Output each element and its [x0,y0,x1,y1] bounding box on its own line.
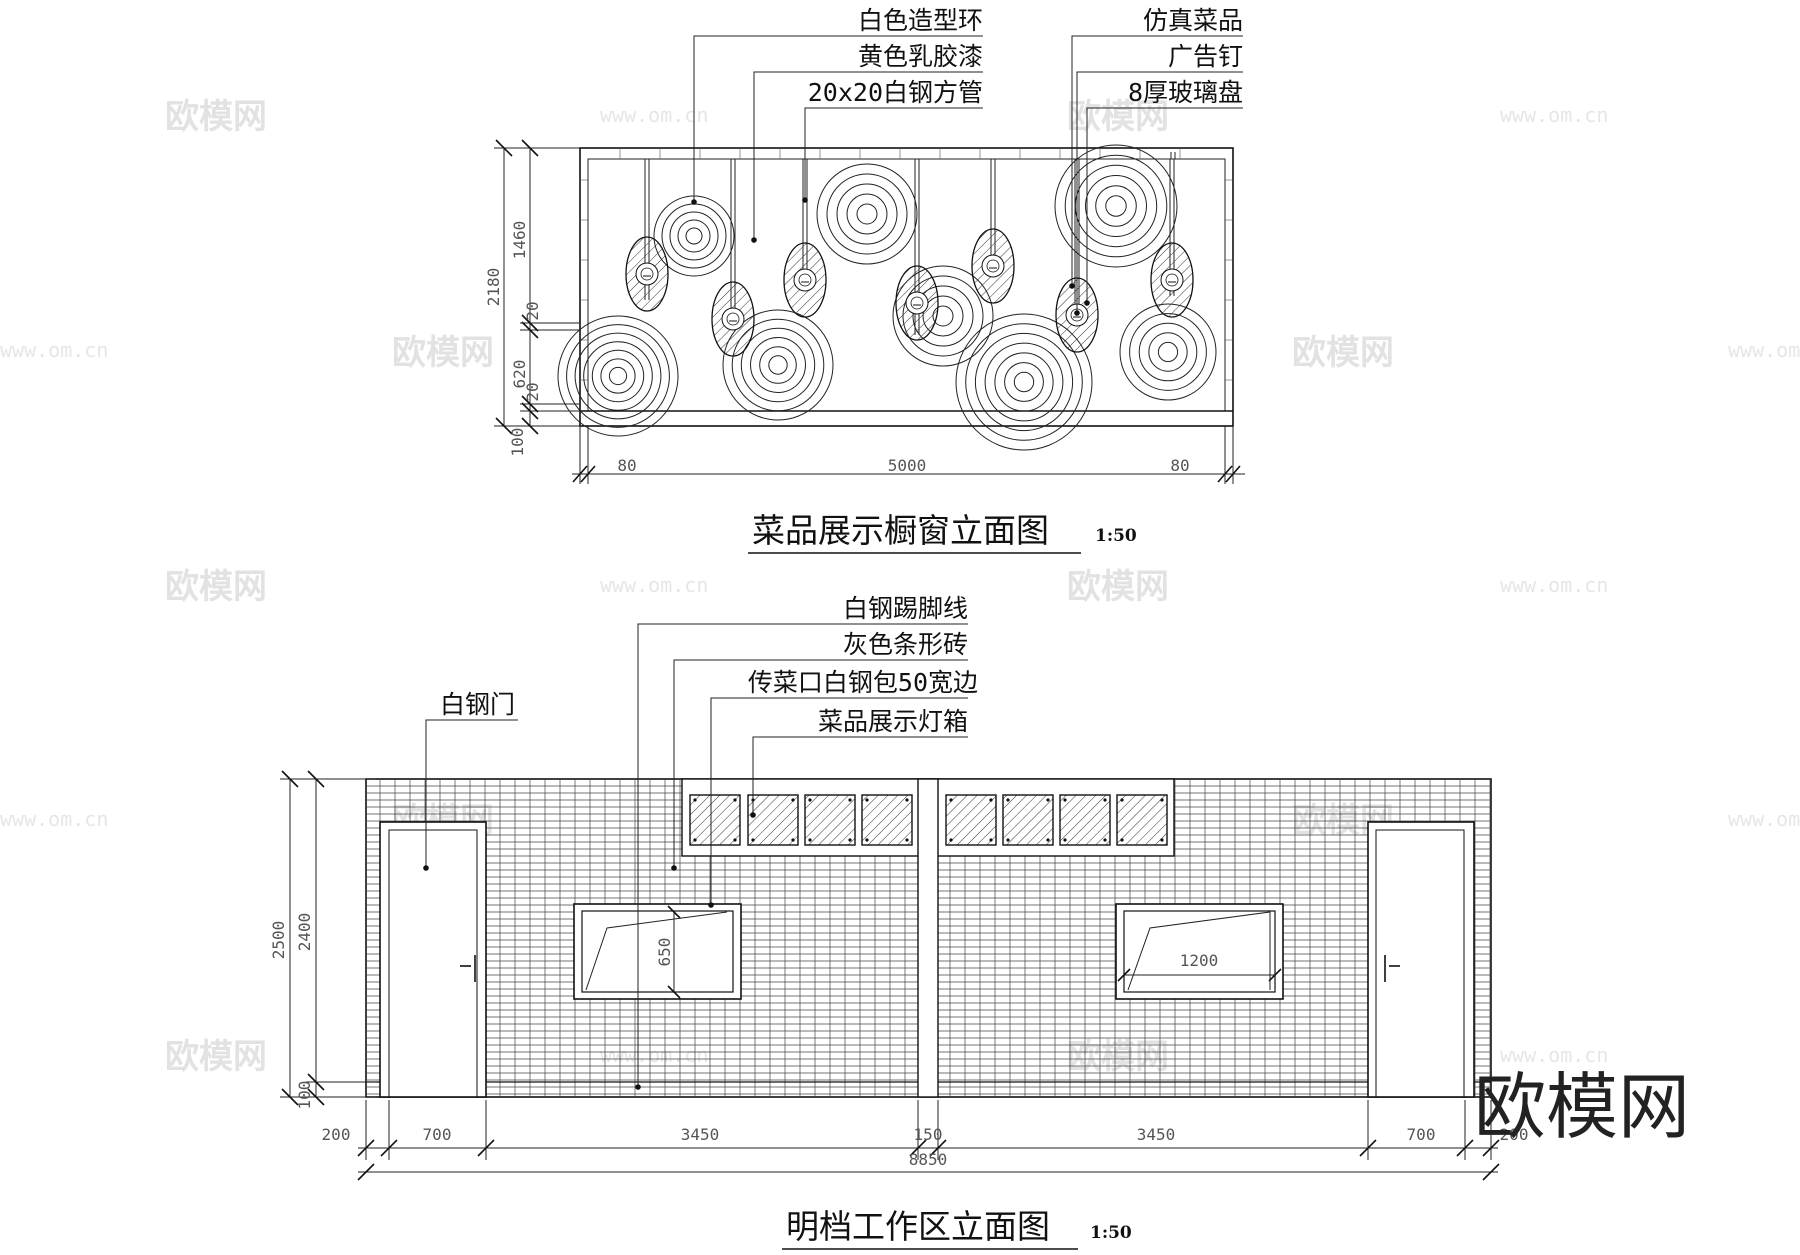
dim-200-left: 200 [322,1125,351,1144]
label-serving-window-edge: 传菜口白钢包50宽边 [748,668,978,697]
white-ring [722,309,834,421]
dim-3450-right: 3450 [1137,1125,1176,1144]
serving-window-right: 1200 [1115,903,1284,1000]
label-steel-door: 白钢门 [440,690,515,719]
lightbox-panel [861,794,913,846]
showcase-scale: 1:50 [1095,526,1137,546]
center-pilaster [917,778,939,1098]
showcase-elevation: 2180 1460 20 620 20 100 80 5000 80 [484,6,1245,554]
dim-100-base: 100 [295,1081,314,1110]
door-handle-right [1384,955,1400,982]
watermark-logo: 欧模网 [1292,333,1394,373]
dim-1460: 1460 [510,221,529,260]
label-glass-plate: 8厚玻璃盘 [1128,78,1243,107]
watermark-url: www.om.cn [0,807,108,831]
label-dish-lightbox: 菜品展示灯箱 [818,707,968,736]
label-ad-nails: 广告钉 [1168,42,1243,71]
watermark-logo: 欧模网 [1067,567,1169,607]
dim-20-upper: 20 [523,301,542,320]
lightbox-panel [1002,794,1054,846]
dim-100: 100 [508,428,527,457]
lightbox-panel [1116,794,1168,846]
glass-plate [895,265,939,341]
glass-plate [1150,242,1194,318]
watermark-url: www.om.cn [600,573,708,597]
lightbox-panel [1059,794,1111,846]
white-ring [1054,144,1178,268]
lightbox-panel [945,794,997,846]
dim-700-right: 700 [1407,1125,1436,1144]
label-white-ring: 白色造型环 [858,6,983,35]
dim-5000: 5000 [888,456,927,475]
dim-2400: 2400 [295,913,314,952]
watermark-url: www.om.cn [1728,338,1800,362]
watermark-url: www.om.cn [1500,103,1608,127]
dim-620: 620 [510,360,529,389]
dim-2180: 2180 [484,268,503,307]
serving-window-left: 650 [573,903,742,1000]
dim-150: 150 [914,1125,943,1144]
work-area-title: 明档工作区立面图 [786,1207,1050,1246]
label-yellow-latex-paint: 黄色乳胶漆 [858,42,983,71]
dim-700-left: 700 [423,1125,452,1144]
showcase-title: 菜品展示橱窗立面图 [752,511,1049,550]
watermark-url: www.om.cn [1728,807,1800,831]
dim-2500: 2500 [269,921,288,960]
dim-80-left: 80 [617,456,636,475]
lightbox-panel [804,794,856,846]
dish-display-lightboxes [689,794,1168,846]
door-handle-left [460,955,476,982]
white-ring-decorations [557,144,1217,451]
steel-door-left [379,821,487,1098]
watermark-logo: 欧模网 [1067,97,1169,137]
watermark-url: www.om.cn [600,103,708,127]
label-fake-dishes: 仿真菜品 [1143,6,1243,35]
glass-plate [783,242,827,318]
label-steel-square-tube: 20x20白钢方管 [808,78,983,107]
showcase-outer-frame [579,147,1234,427]
steel-door-right [1367,821,1475,1098]
dim-3450-left: 3450 [681,1125,720,1144]
work-area-scale: 1:50 [1090,1223,1132,1243]
glass-plate [625,236,669,312]
label-steel-skirting: 白钢踢脚线 [843,594,968,623]
dim-650: 650 [655,938,674,967]
dim-200-right: 200 [1500,1125,1529,1144]
glass-plates [625,228,1194,357]
watermark-logo: 欧模网 [392,333,494,373]
dim-80-right: 80 [1170,456,1189,475]
watermark-logo: 欧模网 [165,1037,267,1077]
lightbox-panel [747,794,799,846]
watermark-url: www.om.cn [0,338,108,362]
dim-1200: 1200 [1180,951,1219,970]
watermark-logo: 欧模网 [165,567,267,607]
dim-8850: 8850 [909,1150,948,1169]
showcase-vertical-dims: 2180 1460 20 620 20 100 [484,139,580,457]
work-area-elevation: 650 1200 2500 2400 100 [269,594,1529,1250]
label-grey-strip-tile: 灰色条形砖 [843,630,968,659]
work-area-horizontal-dims [357,1100,1500,1181]
glass-plate [711,281,755,357]
corner-brand-watermark: 欧模网 [1474,1065,1690,1149]
showcase-horizontal-dims: 80 5000 80 [572,426,1245,484]
white-ring [557,315,679,437]
white-ring [1119,303,1217,401]
watermark-url: www.om.cn [1500,1043,1608,1067]
showcase-leaders [691,35,1243,316]
white-ring [955,313,1093,451]
watermark-url: www.om.cn [600,1043,708,1067]
lightbox-panel [689,794,741,846]
watermark-url: www.om.cn [1500,573,1608,597]
white-ring [816,163,918,265]
watermark-logo: 欧模网 [165,97,267,137]
watermark-logo: 欧模网 [1067,1037,1169,1077]
glass-plate [971,228,1015,304]
work-area-leaders [423,623,968,1090]
work-area-vertical-dims: 2500 2400 100 [269,770,376,1110]
dim-20-lower: 20 [523,382,542,401]
